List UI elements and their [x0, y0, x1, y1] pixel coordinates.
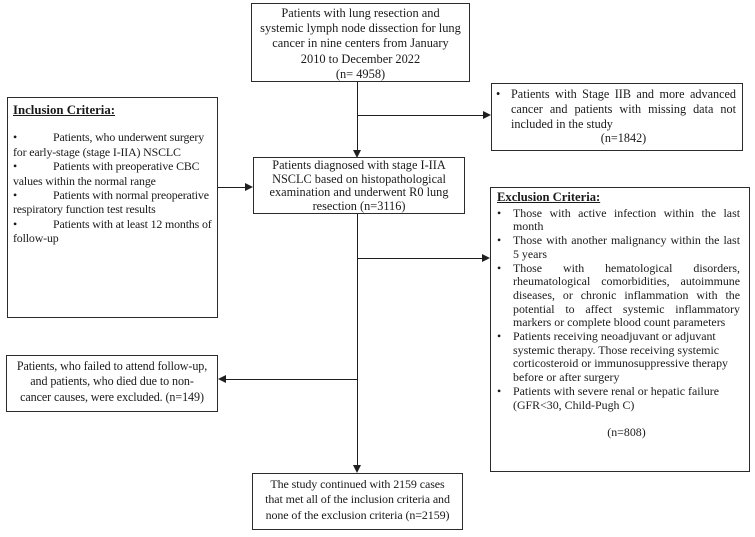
inclusion-item-text: Patients with normal preoperative respir… [13, 188, 209, 217]
inclusion-item: •Patients with at least 12 months of fol… [13, 217, 215, 246]
inclusion-item-text: Patients with preoperative CBC values wi… [13, 159, 200, 188]
arrowhead-down-icon [353, 465, 362, 473]
connector-to-stage-iib [358, 115, 483, 117]
bullet-icon: • [497, 260, 502, 275]
inclusion-item-text: Patients with at least 12 months of foll… [13, 216, 212, 246]
connector-to-exclusion [358, 258, 482, 260]
connector-top-to-middle [357, 82, 359, 150]
inclusion-item: •Patients, who underwent surgery for ear… [13, 130, 215, 159]
exclusion-item: • Those with active infection within the… [497, 205, 740, 234]
inclusion-criteria-title: Inclusion Criteria: [13, 103, 116, 117]
exclusion-item-text: Those with hematological disorders, rheu… [513, 260, 740, 330]
box-stage-i-iia-cohort: Patients diagnosed with stage I-IIA NSCL… [253, 157, 465, 214]
exclusion-item-text: Those with active infection within the l… [513, 205, 740, 234]
bullet-icon: • [13, 188, 18, 203]
bullet-icon: • [497, 329, 502, 344]
exclusion-count: (n=808) [607, 424, 646, 439]
bullet-icon: • [496, 87, 501, 101]
box-inclusion-criteria: Inclusion Criteria: •Patients, who under… [7, 97, 218, 318]
box-exclusion-criteria: Exclusion Criteria: • Those with active … [490, 187, 750, 472]
stage-iib-item-text: Patients with Stage IIB and more advance… [511, 87, 736, 131]
arrowhead-down-icon [353, 150, 362, 158]
arrowhead-left-icon [218, 375, 226, 384]
bullet-icon: • [13, 216, 18, 231]
connector-to-followup-excluded [226, 379, 358, 381]
bullet-icon: • [497, 383, 502, 398]
inclusion-item: •Patients with normal preoperative respi… [13, 188, 215, 217]
exclusion-criteria-title: Exclusion Criteria: [497, 190, 601, 204]
connector-middle-to-final [357, 214, 359, 465]
bullet-icon: • [13, 159, 18, 174]
inclusion-item: •Patients with preoperative CBC values w… [13, 159, 215, 188]
connector-inclusion-to-middle [218, 187, 246, 189]
bullet-icon: • [497, 205, 502, 220]
exclusion-item: • Those with hematological disorders, rh… [497, 260, 740, 331]
exclusion-item: • Patients with severe renal or hepatic … [497, 383, 740, 412]
bullet-icon: • [13, 130, 18, 145]
inclusion-item-text: Patients, who underwent surgery for earl… [13, 130, 205, 159]
box-final-cohort: The study continued with 2159 cases that… [252, 473, 463, 530]
exclusion-item-text: Patients receiving neoadjuvant or adjuva… [513, 329, 728, 385]
box-initial-cohort: Patients with lung resection and systemi… [251, 3, 470, 82]
box-stage-iib-excluded: • Patients with Stage IIB and more advan… [491, 83, 743, 151]
stage-iib-count: (n=1842) [600, 131, 647, 146]
arrowhead-right-icon [483, 111, 491, 120]
arrowhead-right-icon [482, 254, 490, 263]
inclusion-criteria-list: •Patients, who underwent surgery for ear… [13, 130, 215, 245]
exclusion-item: • Patients receiving neoadjuvant or adju… [497, 329, 740, 385]
bullet-icon: • [497, 233, 502, 248]
arrowhead-right-icon [245, 183, 253, 192]
exclusion-item: • Those with another malignancy within t… [497, 233, 740, 261]
exclusion-item-text: Patients with severe renal or hepatic fa… [513, 383, 720, 412]
stage-iib-item: • Patients with Stage IIB and more advan… [496, 87, 736, 131]
box-followup-excluded: Patients, who failed to attend follow-up… [6, 355, 218, 412]
exclusion-item-text: Those with another malignancy within the… [513, 233, 740, 261]
